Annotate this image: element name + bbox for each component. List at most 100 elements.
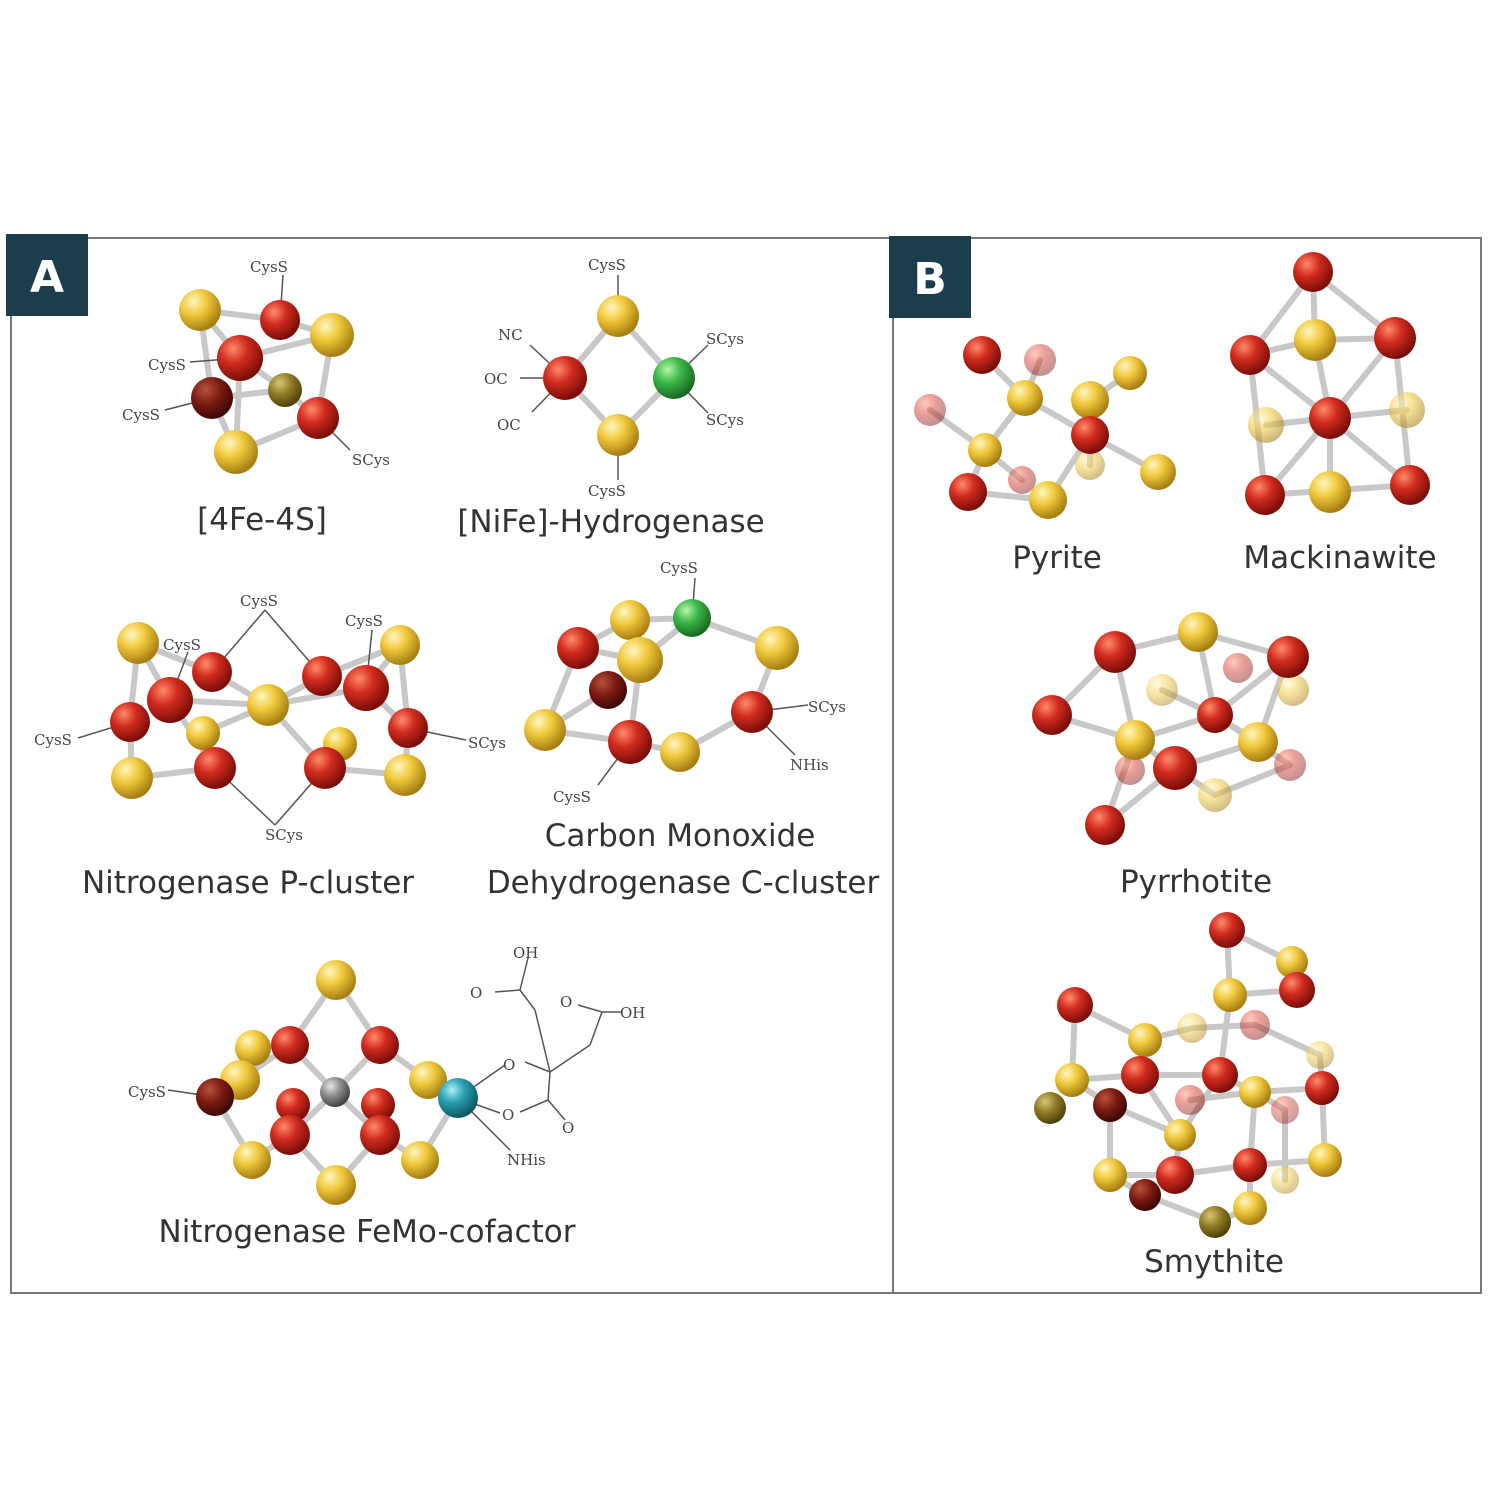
- pyrrhotite-atom: [1274, 749, 1306, 781]
- smythite-atom: [1202, 1057, 1238, 1093]
- panel-a-label: A: [6, 234, 88, 316]
- pyrite-caption: Pyrite: [1012, 540, 1102, 576]
- ccluster-ligand: NHis: [790, 756, 829, 774]
- smythite-atom: [1175, 1085, 1205, 1115]
- nife-ligand: NC: [498, 326, 523, 344]
- mackinawite-atom: [1230, 335, 1270, 375]
- smythite-atom: [1128, 1023, 1162, 1057]
- fe4s4-ligand: CysS: [148, 356, 186, 374]
- smythite-atom: [1055, 1063, 1089, 1097]
- femoco-ligand: O: [502, 1106, 514, 1124]
- smythite-structure: [1034, 912, 1342, 1238]
- smythite-atom: [1209, 912, 1245, 948]
- ccluster-caption-line1: Carbon Monoxide: [545, 818, 816, 854]
- nife-ligand: CysS: [588, 482, 626, 500]
- smythite-atom: [1093, 1158, 1127, 1192]
- pcluster-ligand: CysS: [240, 592, 278, 610]
- ccluster-atom: [673, 599, 711, 637]
- ccluster-atom: [610, 600, 650, 640]
- smythite-atom: [1177, 1013, 1207, 1043]
- ccluster-ligand: CysS: [660, 559, 698, 577]
- femoco-atom: [316, 1165, 356, 1205]
- nife-caption: [NiFe]-Hydrogenase: [457, 504, 764, 540]
- smythite-atom: [1199, 1206, 1231, 1238]
- smythite-atom: [1271, 1096, 1299, 1124]
- mackinawite-atom: [1245, 475, 1285, 515]
- fe4s4-caption: [4Fe-4S]: [197, 502, 327, 538]
- pyrite-atom: [1113, 356, 1147, 390]
- nife-structure: CysS NC OC OC SCys SCys CysS: [484, 256, 744, 500]
- smythite-atom: [1276, 946, 1308, 978]
- pyrite-atom: [1029, 481, 1067, 519]
- ccluster-ligand: CysS: [553, 788, 591, 806]
- ccluster-atom: [557, 627, 599, 669]
- mackinawite-atom: [1293, 252, 1333, 292]
- femoco-ligand: CysS: [128, 1083, 166, 1101]
- pyrite-atom: [949, 473, 987, 511]
- fe4s4-atom: [268, 373, 302, 407]
- pyrite-atom: [963, 336, 1001, 374]
- pcluster-atom: [192, 652, 232, 692]
- pcluster-atom: [186, 716, 220, 750]
- smythite-atom: [1308, 1143, 1342, 1177]
- pyrrhotite-atom: [1115, 720, 1155, 760]
- pcluster-atom: [343, 665, 389, 711]
- femoco-ligand: O: [503, 1056, 515, 1074]
- pyrite-atom: [1140, 454, 1176, 490]
- femoco-atom: [196, 1078, 234, 1116]
- pyrite-atom: [1024, 344, 1056, 376]
- pyrrhotite-atom: [1153, 746, 1197, 790]
- nife-ligand: OC: [484, 370, 508, 388]
- pcluster-atom: [117, 622, 159, 664]
- femoco-atom: [270, 1115, 310, 1155]
- smythite-atom: [1240, 1010, 1270, 1040]
- nife-atom: [653, 357, 695, 399]
- pcluster-atom: [147, 677, 193, 723]
- pyrite-atom: [1071, 381, 1109, 419]
- femoco-atom: [409, 1061, 447, 1099]
- femoco-ligand: NHis: [507, 1151, 546, 1169]
- pyrrhotite-atom: [1267, 636, 1309, 678]
- mackinawite-atom: [1390, 465, 1430, 505]
- nife-ligand: SCys: [706, 411, 744, 429]
- femoco-atom: [316, 960, 356, 1000]
- femoco-ligand: O: [470, 984, 482, 1002]
- ccluster-caption-line2: Dehydrogenase C-cluster: [487, 865, 880, 901]
- pyrrhotite-atom: [1238, 722, 1278, 762]
- smythite-atom: [1057, 987, 1093, 1023]
- pcluster-atom: [110, 702, 150, 742]
- pyrite-atom: [1075, 450, 1105, 480]
- mackinawite-atom: [1294, 319, 1336, 361]
- smythite-atom: [1233, 1191, 1267, 1225]
- femoco-atom: [360, 1115, 400, 1155]
- pyrite-atom: [1007, 380, 1043, 416]
- pyrite-atom: [914, 394, 946, 426]
- pcluster-atom: [380, 625, 420, 665]
- fe4s4-atom: [260, 300, 300, 340]
- smythite-atom: [1306, 1041, 1334, 1069]
- ccluster-atom: [524, 709, 566, 751]
- smythite-atom: [1093, 1088, 1127, 1122]
- femoco-atom: [361, 1026, 399, 1064]
- smythite-atom: [1034, 1092, 1066, 1124]
- pyrrhotite-atom: [1277, 674, 1309, 706]
- fe4s4-atoms: [179, 289, 354, 474]
- pcluster-ligand: CysS: [163, 636, 201, 654]
- femoco-atom: [235, 1030, 271, 1066]
- pyrite-atom: [968, 433, 1002, 467]
- panel-a-frame: [10, 237, 894, 1294]
- pcluster-atom: [388, 708, 428, 748]
- pcluster-ligand: SCys: [468, 734, 506, 752]
- pcluster-atom: [194, 747, 236, 789]
- ccluster-atom: [617, 637, 663, 683]
- pyrrhotite-atom: [1198, 778, 1232, 812]
- mackinawite-caption: Mackinawite: [1243, 540, 1436, 576]
- pyrite-atom: [1071, 416, 1109, 454]
- pyrite-atom: [1008, 466, 1036, 494]
- smythite-atom: [1121, 1056, 1159, 1094]
- nife-ligand: OC: [497, 416, 521, 434]
- fe4s4-ligand: SCys: [352, 451, 390, 469]
- pcluster-atom: [302, 656, 342, 696]
- pcluster-ligand: CysS: [34, 731, 72, 749]
